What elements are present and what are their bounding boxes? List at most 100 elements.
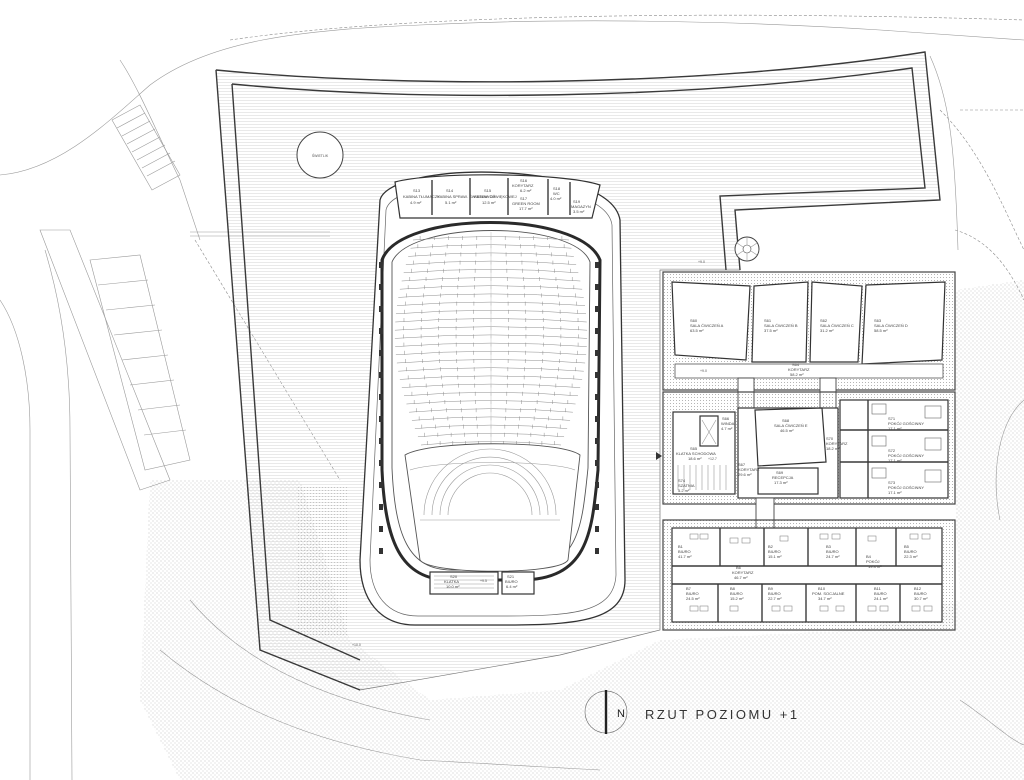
svg-text:63.5 m²: 63.5 m² <box>690 328 704 333</box>
svg-text:SALA ĆWICZEŃ D: SALA ĆWICZEŃ D <box>874 323 908 328</box>
skylight-circle <box>296 131 344 179</box>
svg-text:POKÓJ GOŚCINNY: POKÓJ GOŚCINNY <box>888 485 924 490</box>
desk <box>783 605 793 612</box>
terrain-dots-right <box>955 280 1024 600</box>
svg-text:B3: B3 <box>826 544 832 549</box>
svg-text:46.7 m²: 46.7 m² <box>734 575 748 580</box>
practice-labels: S60 SALA ĆWICZEŃ A 63.5 m² S61 SALA ĆWIC… <box>690 318 908 377</box>
desk <box>699 533 709 540</box>
roof-edge <box>215 51 941 271</box>
concert-hall <box>359 171 626 626</box>
svg-text:5.2 m²: 5.2 m² <box>678 488 690 493</box>
north-arrow: N <box>584 690 628 734</box>
svg-text:KORYTARZ: KORYTARZ <box>738 467 760 472</box>
office-block <box>662 519 956 631</box>
svg-text:24.1 m²: 24.1 m² <box>874 596 888 601</box>
svg-text:S74: S74 <box>678 478 686 483</box>
svg-text:S17: S17 <box>520 196 528 201</box>
svg-text:BIURO: BIURO <box>768 549 781 554</box>
svg-text:S71: S71 <box>888 416 896 421</box>
svg-text:B10: B10 <box>818 586 826 591</box>
svg-text:17.1 m²: 17.1 m² <box>888 458 902 463</box>
svg-text:KABINA TŁUMACZY: KABINA TŁUMACZY <box>403 194 440 199</box>
skylight-label: ŚWIETLIK <box>312 153 329 158</box>
svg-text:S13: S13 <box>413 188 421 193</box>
desk <box>921 533 931 540</box>
svg-text:15.1 m²: 15.1 m² <box>768 554 782 559</box>
svg-text:S60: S60 <box>690 318 698 323</box>
pillar <box>595 438 599 444</box>
pillar <box>379 548 383 554</box>
svg-text:5.1 m²: 5.1 m² <box>445 200 457 205</box>
pillar <box>379 504 383 510</box>
svg-text:+9.5: +9.5 <box>480 579 487 583</box>
svg-text:S18: S18 <box>553 186 561 191</box>
north-letter: N <box>617 708 625 720</box>
svg-text:22.3 m²: 22.3 m² <box>904 554 918 559</box>
hall-bottom-labels: S20 KLATKA 10.0 m² S21 BIURO 6.4 m² +9.5 <box>444 574 518 589</box>
svg-text:S66: S66 <box>722 416 730 421</box>
svg-text:17.3 m²: 17.3 m² <box>774 480 788 485</box>
svg-text:B4: B4 <box>866 554 872 559</box>
svg-text:KABINA SPRAW. ŚWIETLNYCH: KABINA SPRAW. ŚWIETLNYCH <box>437 194 495 199</box>
svg-text:KABINA DŹWIĘKOWEJ: KABINA DŹWIĘKOWEJ <box>474 194 517 199</box>
svg-text:POM. SOCJALNE: POM. SOCJALNE <box>812 591 845 596</box>
desk <box>699 605 709 612</box>
pillar <box>595 350 599 356</box>
svg-text:POKÓJ: POKÓJ <box>866 559 880 564</box>
svg-text:12.5 m²: 12.5 m² <box>482 200 496 205</box>
svg-text:BIURO: BIURO <box>768 591 781 596</box>
svg-text:24.5 m²: 24.5 m² <box>686 596 700 601</box>
desk <box>819 533 829 540</box>
svg-text:18.6 m²: 18.6 m² <box>688 456 702 461</box>
svg-text:3.5 m²: 3.5 m² <box>573 209 585 214</box>
svg-text:SALA ĆWICZEŃ A: SALA ĆWICZEŃ A <box>690 323 724 328</box>
svg-text:S19: S19 <box>573 199 581 204</box>
pillar <box>595 460 599 466</box>
practice-block <box>662 271 956 391</box>
desk <box>729 537 739 544</box>
svg-text:B2: B2 <box>768 544 774 549</box>
svg-text:BIURO: BIURO <box>730 591 743 596</box>
svg-text:S62: S62 <box>820 318 828 323</box>
svg-text:BIURO: BIURO <box>914 591 927 596</box>
svg-text:BIURO: BIURO <box>505 579 518 584</box>
svg-text:BIURO: BIURO <box>826 549 839 554</box>
office-labels: B1 BIURO 41.7 m² B2 BIURO 15.1 m² B3 BIU… <box>678 544 928 601</box>
svg-text:WINDA: WINDA <box>721 421 735 426</box>
svg-text:4.7 m²: 4.7 m² <box>721 426 733 431</box>
svg-text:GREEN ROOM: GREEN ROOM <box>512 201 540 206</box>
pillar <box>379 482 383 488</box>
desk <box>771 605 781 612</box>
pillar <box>595 482 599 488</box>
svg-text:31.2 m²: 31.2 m² <box>820 328 834 333</box>
pillar <box>379 526 383 532</box>
pillar <box>379 306 383 312</box>
desk <box>779 535 789 542</box>
terrain-dots <box>140 480 1024 780</box>
svg-text:S65: S65 <box>690 446 698 451</box>
svg-text:B5: B5 <box>904 544 910 549</box>
pillar <box>379 438 383 444</box>
pillar <box>595 328 599 334</box>
svg-text:S67: S67 <box>738 462 746 467</box>
svg-text:BIURO: BIURO <box>678 549 691 554</box>
pillar <box>379 328 383 334</box>
exterior-stairs <box>111 104 181 191</box>
svg-text:SZATNIA: SZATNIA <box>678 483 695 488</box>
svg-text:POKÓJ GOŚCINNY: POKÓJ GOŚCINNY <box>888 421 924 426</box>
svg-text:S16: S16 <box>520 178 528 183</box>
pillar <box>595 372 599 378</box>
svg-text:15.2 m²: 15.2 m² <box>730 596 744 601</box>
svg-text:17.1 m²: 17.1 m² <box>888 490 902 495</box>
level-marker-stair: +12.7 <box>708 457 717 461</box>
svg-text:SALA ĆWICZEŃ C: SALA ĆWICZEŃ C <box>820 323 854 328</box>
svg-text:BIURO: BIURO <box>904 549 917 554</box>
level-marker-top: +9.0 <box>698 260 705 264</box>
svg-text:S63: S63 <box>874 318 882 323</box>
drawing-title: RZUT POZIOMU +1 <box>645 707 800 722</box>
pillar <box>595 416 599 422</box>
svg-text:58.5 m²: 58.5 m² <box>874 328 888 333</box>
svg-text:34.7 m²: 34.7 m² <box>818 596 832 601</box>
